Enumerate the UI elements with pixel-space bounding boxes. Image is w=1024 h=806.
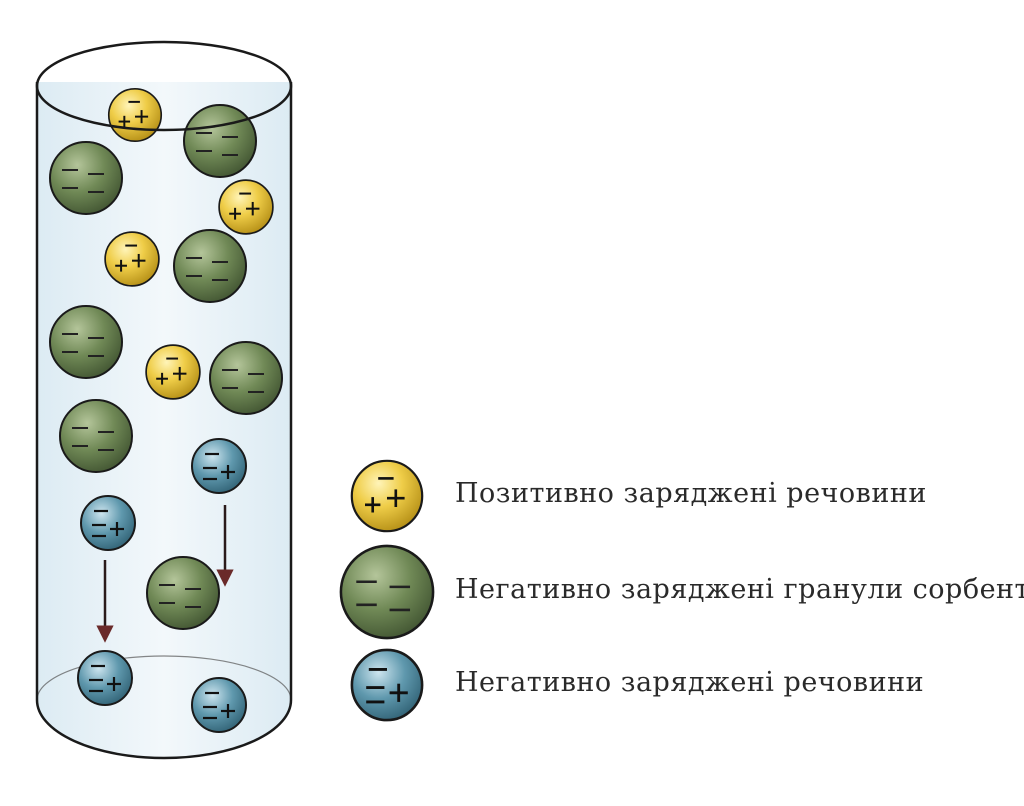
negative-granule: [173, 229, 247, 303]
legend-positive-icon: [350, 459, 424, 533]
positive-particle: [104, 231, 160, 287]
negative-particle: [76, 649, 134, 707]
negative-particle: [190, 676, 248, 734]
negative-particle: [79, 494, 137, 552]
positive-particle: [145, 344, 201, 400]
negative-granule: [49, 141, 123, 215]
legend-label-granule: Негативно заряджені гранули сорбенту: [455, 574, 1024, 605]
negative-particle: [190, 437, 248, 495]
positive-particle: [218, 179, 274, 235]
legend-label-positive: Позитивно заряджені речовини: [455, 478, 927, 509]
column-bottom-rim: [36, 655, 292, 701]
legend-label-negative: Негативно заряджені речовини: [455, 667, 925, 698]
negative-granule: [146, 556, 220, 630]
legend: [339, 459, 435, 722]
negative-granule: [49, 305, 123, 379]
negative-granule: [183, 104, 257, 178]
positive-particle: [107, 87, 163, 143]
flow-arrows: [96, 505, 234, 643]
negative-granule: [59, 399, 133, 473]
legend-negative-icon: [350, 648, 424, 722]
column-top-rim: [35, 40, 293, 132]
negative-granule: [209, 341, 283, 415]
legend-granule-icon: [339, 544, 435, 640]
